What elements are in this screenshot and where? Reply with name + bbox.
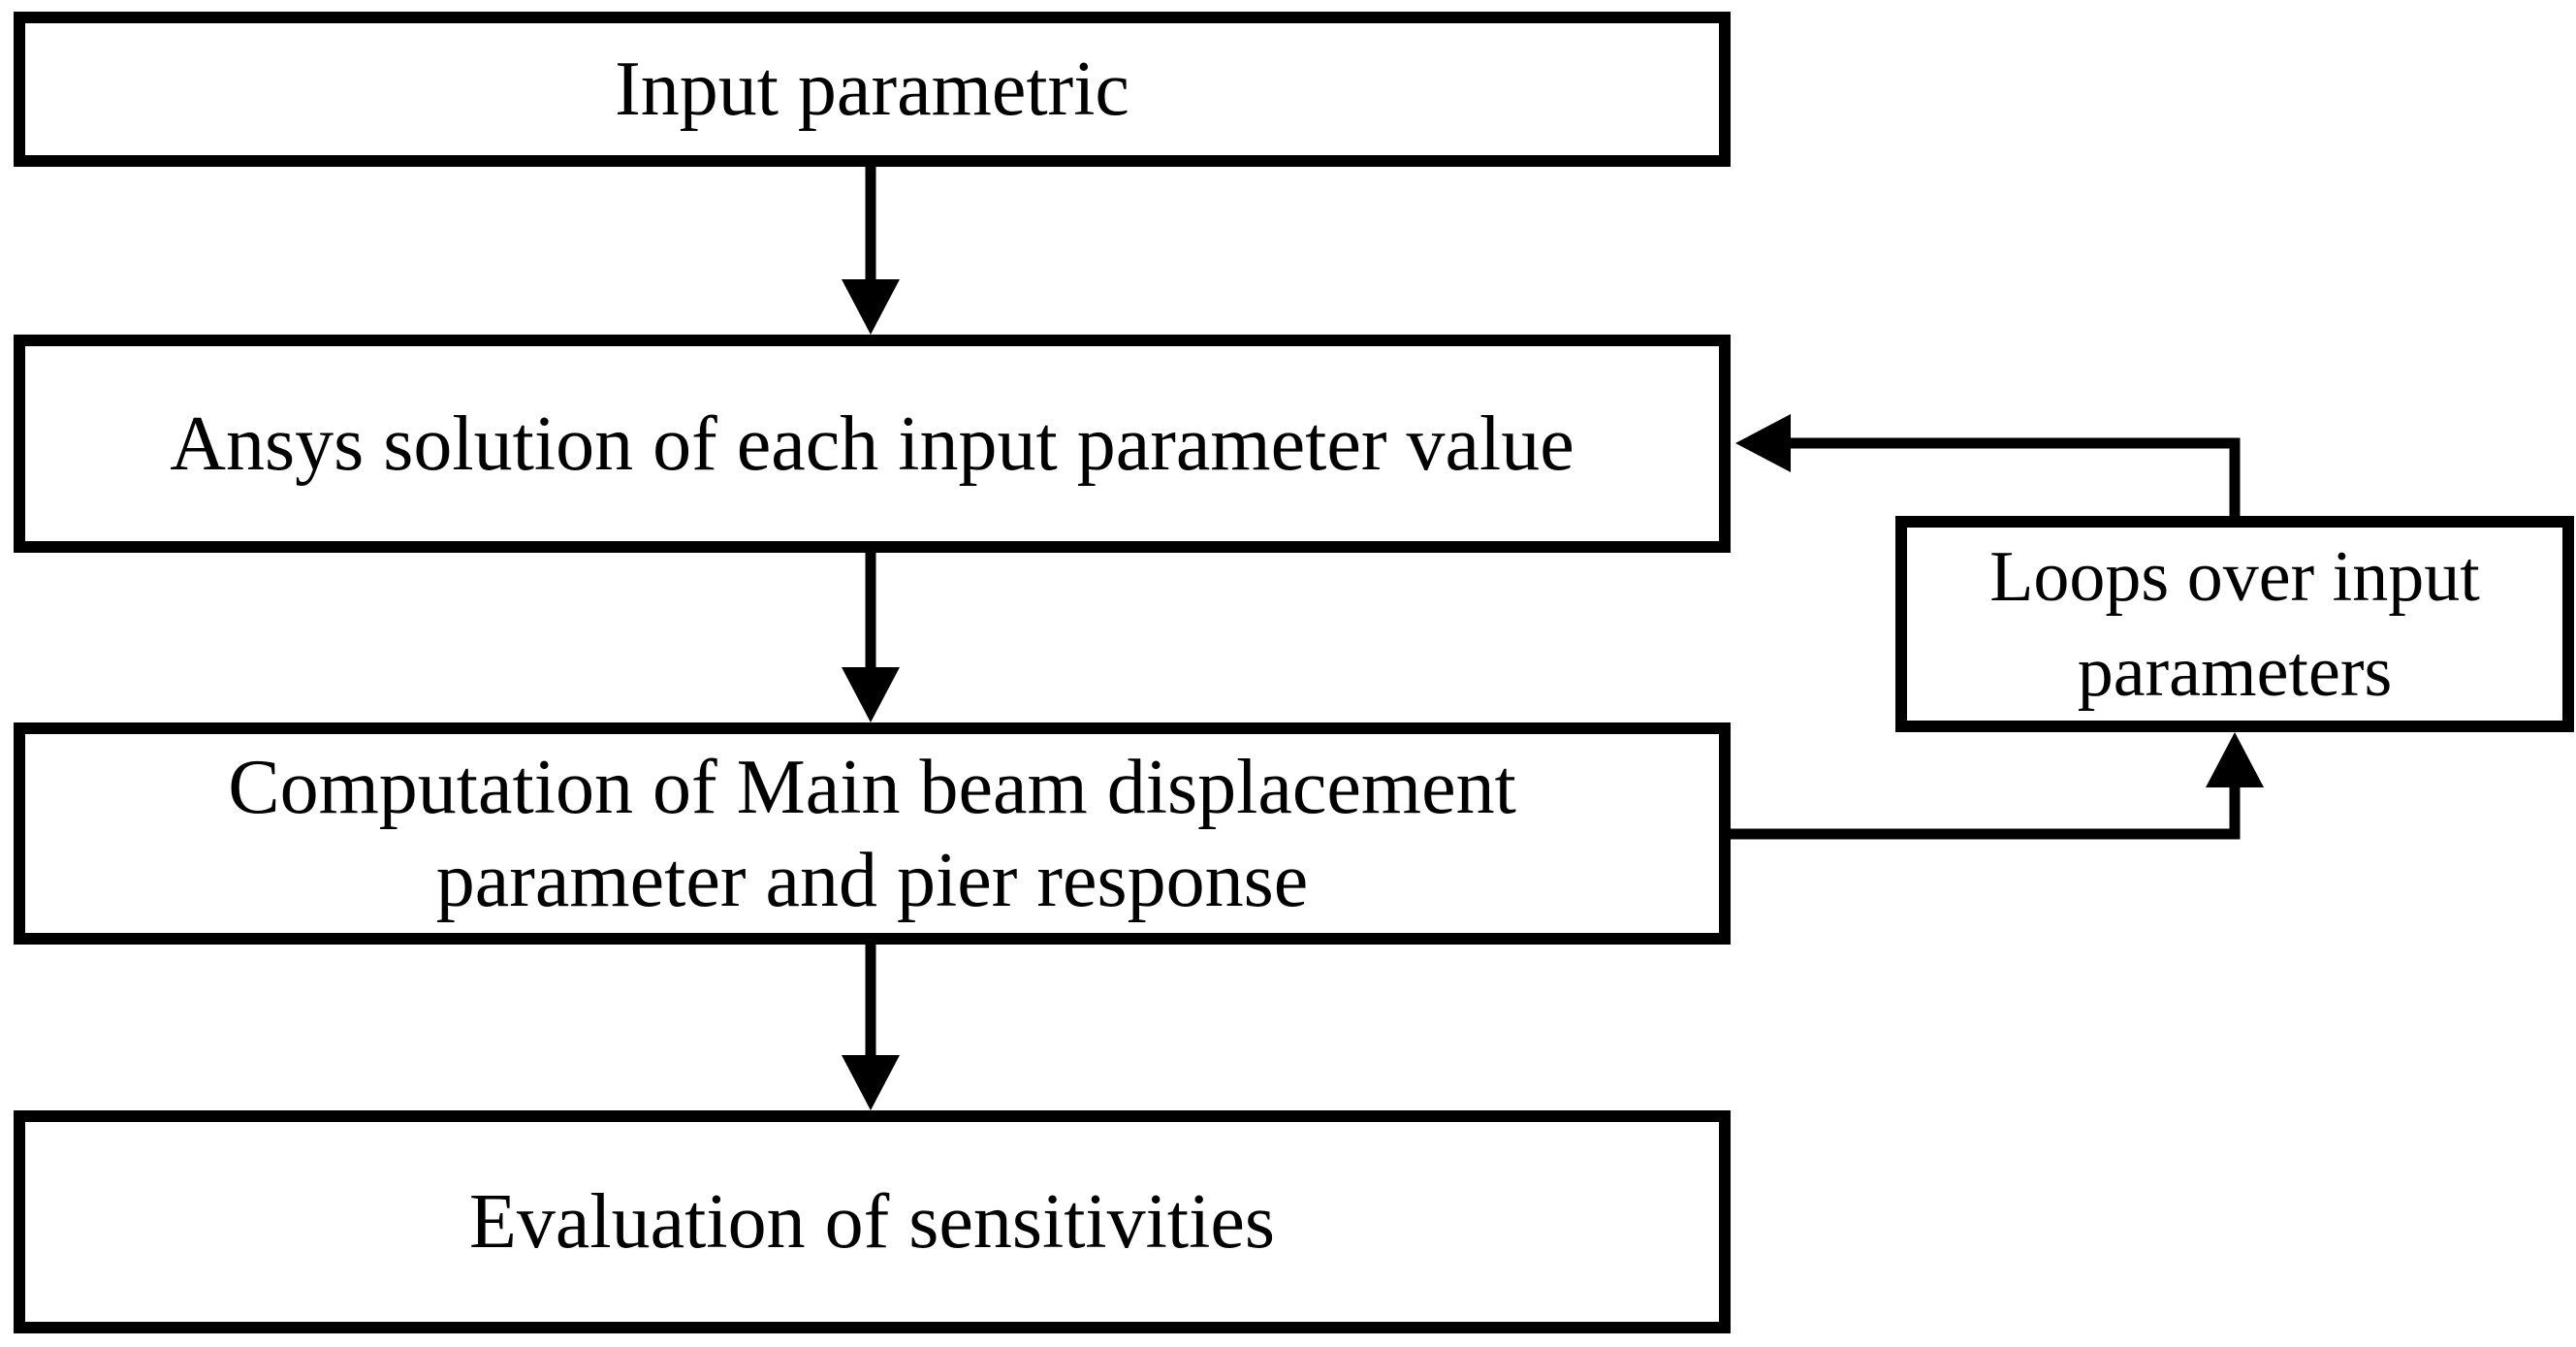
ansys-solution-box: Ansys solution of each input parameter v… (14, 335, 1731, 553)
computation-box: Computation of Main beam displacement pa… (14, 722, 1731, 945)
computation-label: Computation of Main beam displacement pa… (228, 744, 1516, 923)
input-parametric-box: Input parametric (14, 12, 1731, 167)
edge-solve-to-compute (842, 553, 900, 722)
loops-box: Loops over input parameters (1895, 516, 2574, 732)
ansys-solution-label: Ansys solution of each input parameter v… (170, 401, 1574, 487)
edge-compute-to-evaluate (842, 945, 900, 1110)
evaluation-box: Evaluation of sensitivities (14, 1110, 1731, 1333)
edge-loop-to-solve (1735, 414, 2241, 516)
edge-input-to-solve (842, 167, 900, 335)
loops-label: Loops over input parameters (1989, 536, 2480, 712)
input-parametric-label: Input parametric (615, 47, 1129, 132)
edge-compute-to-loop (1731, 732, 2264, 840)
evaluation-label: Evaluation of sensitivities (469, 1179, 1275, 1265)
